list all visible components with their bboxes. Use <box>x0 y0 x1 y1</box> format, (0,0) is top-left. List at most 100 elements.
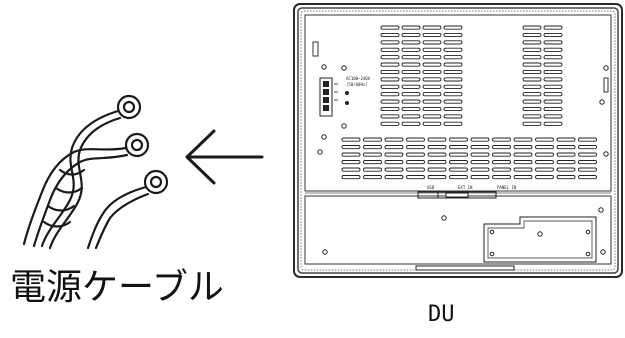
vent-slot <box>513 160 533 165</box>
vent-slot <box>363 160 382 165</box>
vent-slot <box>449 160 468 165</box>
vent-slot <box>422 47 442 52</box>
vent-slot <box>522 55 542 60</box>
vent-slot <box>543 55 563 60</box>
vent-slot <box>543 121 563 126</box>
vent-slot <box>380 121 400 126</box>
vent-slot <box>543 114 563 119</box>
vent-slot <box>384 145 404 150</box>
power-terminal-block <box>319 77 349 117</box>
vent-slot <box>363 145 382 150</box>
vent-slot <box>401 121 421 126</box>
vent-slot <box>543 40 563 45</box>
vent-slot <box>401 55 421 60</box>
vent-slot <box>443 62 463 67</box>
vent-slot <box>422 114 442 119</box>
ac-frequency-text: (50/60Hz) <box>346 82 368 87</box>
vent-slot <box>578 137 597 142</box>
ring-terminal-bottom <box>143 169 169 195</box>
vent-slot <box>513 152 533 157</box>
vent-slot <box>470 175 490 180</box>
vent-slot <box>492 145 511 150</box>
vent-slot <box>443 69 463 75</box>
vent-slot <box>384 167 404 172</box>
vent-slot <box>556 160 576 165</box>
vent-slot <box>522 106 542 112</box>
vent-slot <box>380 62 400 67</box>
vent-slot <box>578 145 597 150</box>
device-rear-panel: AC100~240V (50/60Hz) USB EXT IN PANEL IN <box>293 3 623 278</box>
vent-slot <box>380 55 400 60</box>
vent-slot <box>380 84 400 89</box>
vent-slot <box>443 55 463 60</box>
vent-slot <box>522 32 542 38</box>
vent-slot <box>427 137 447 142</box>
vent-slot <box>384 152 404 157</box>
vent-slot <box>470 152 490 157</box>
vent-slot <box>543 47 563 52</box>
ring-terminal-middle <box>124 132 150 158</box>
vent-slot <box>443 99 463 104</box>
vent-slot <box>384 175 404 180</box>
vent-slot <box>556 152 576 157</box>
vent-slot <box>363 167 382 172</box>
vent-slot <box>535 160 554 165</box>
vent-slot <box>401 84 421 89</box>
vent-slot <box>470 160 490 165</box>
device-label: DU <box>428 302 455 327</box>
vent-slot <box>401 69 421 75</box>
vent-slot <box>380 114 400 119</box>
vent-slot <box>578 152 597 157</box>
vent-slot <box>406 145 425 150</box>
vent-slot <box>522 121 542 126</box>
vent-slot <box>443 40 463 45</box>
vent-slot <box>578 160 597 165</box>
vent-slot <box>443 47 463 52</box>
vent-slot <box>443 32 463 38</box>
vent-slot <box>380 25 400 30</box>
vent-slot <box>543 92 563 97</box>
vent-slot <box>449 152 468 157</box>
port-label-panel-in: PANEL IN <box>497 185 517 190</box>
vent-slot <box>427 152 447 157</box>
power-cable-label: 電源ケーブル <box>10 267 224 308</box>
vent-slot <box>535 167 554 172</box>
vent-slot <box>384 160 404 165</box>
vent-slot <box>522 25 542 30</box>
vent-slot <box>341 137 361 142</box>
panel-screws <box>317 64 609 255</box>
vent-slot <box>427 175 447 180</box>
vent-slot <box>522 84 542 89</box>
port-label-usb: USB <box>427 185 435 190</box>
vent-slot <box>406 175 425 180</box>
vent-slot <box>522 99 542 104</box>
vent-slot <box>522 69 542 75</box>
vent-slot <box>470 145 490 150</box>
vent-slot <box>380 92 400 97</box>
vent-slot <box>401 106 421 112</box>
vent-slot <box>401 62 421 67</box>
vent-slot <box>422 77 442 82</box>
ac-voltage-text: AC100~240V <box>346 76 371 81</box>
vent-slot <box>422 99 442 104</box>
vent-slot <box>422 62 442 67</box>
vent-slot <box>492 137 511 142</box>
vent-slot <box>543 69 563 75</box>
vent-slot <box>427 167 447 172</box>
vent-slot <box>406 137 425 142</box>
vent-slot <box>380 69 400 75</box>
vent-slot <box>443 106 463 112</box>
power-cable-icon <box>22 94 169 250</box>
vent-slot <box>522 77 542 82</box>
vent-slot <box>556 145 576 150</box>
vent-slot <box>401 40 421 45</box>
vent-slot <box>341 160 361 165</box>
expansion-cover <box>483 216 597 263</box>
vent-slot <box>543 25 563 30</box>
vent-slot <box>522 47 542 52</box>
vent-slot <box>380 32 400 38</box>
vent-slot <box>401 92 421 97</box>
vent-slots-upper <box>380 25 563 126</box>
vent-slot <box>406 167 425 172</box>
vent-slot <box>543 99 563 104</box>
